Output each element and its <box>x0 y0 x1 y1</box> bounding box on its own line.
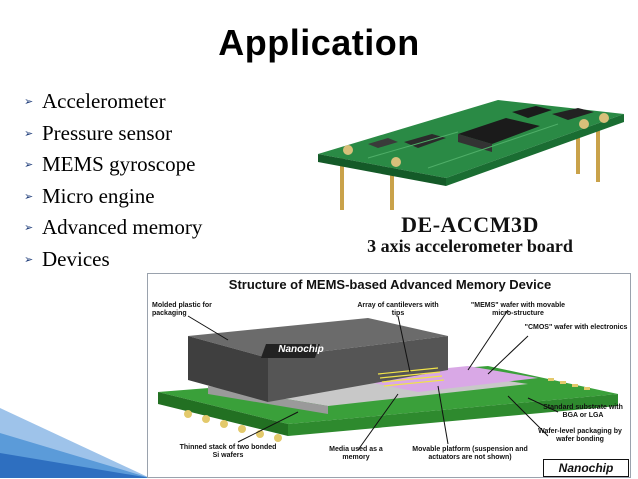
chip-brand-label: Nanochip <box>278 344 324 355</box>
corner-decoration <box>0 408 150 478</box>
bullet-item: ➢ Pressure sensor <box>24 118 202 150</box>
bullet-item: ➢ Devices <box>24 244 202 276</box>
bullet-arrow-icon: ➢ <box>24 221 34 235</box>
board-caption-model: DE-ACCM3D <box>401 212 539 237</box>
label-substrate: Standard substrate with BGA or LGA <box>543 404 623 419</box>
bullet-item: ➢ Advanced memory <box>24 212 202 244</box>
bullet-arrow-icon: ➢ <box>24 252 34 266</box>
bullet-arrow-icon: ➢ <box>24 126 34 140</box>
label-thinned-stack: Thinned stack of two bonded Si wafers <box>179 444 277 459</box>
pcb-illustration <box>318 100 624 210</box>
bullet-arrow-icon: ➢ <box>24 189 34 203</box>
label-wafer-packaging: Wafer-level packaging by wafer bonding <box>538 428 622 443</box>
label-movable-platform: Movable platform (suspension and actuato… <box>412 446 528 461</box>
bullet-text: Devices <box>42 246 110 271</box>
bullet-text: Advanced memory <box>42 215 203 240</box>
bullet-text: Accelerometer <box>42 89 166 114</box>
label-molded-plastic: Molded plastic for packaging <box>152 302 212 317</box>
bullet-item: ➢ MEMS gyroscope <box>24 149 202 181</box>
bullet-text: MEMS gyroscope <box>42 152 196 177</box>
slide-title: Application <box>218 22 420 63</box>
memory-device-diagram: Structure of MEMS-based Advanced Memory … <box>147 273 631 478</box>
label-media: Media used as a memory <box>329 446 383 461</box>
bullet-item: ➢ Accelerometer <box>24 86 202 118</box>
diagram-title: Structure of MEMS-based Advanced Memory … <box>228 277 552 292</box>
bullet-arrow-icon: ➢ <box>24 95 34 109</box>
label-mems-wafer: "MEMS" wafer with movable micro-structur… <box>470 302 566 317</box>
label-cmos-wafer: "CMOS" wafer with electronics <box>524 324 628 331</box>
diagram-illustration <box>158 309 618 451</box>
bullet-item: ➢ Micro engine <box>24 181 202 213</box>
bullet-list: ➢ Accelerometer ➢ Pressure sensor ➢ MEMS gy… <box>24 86 202 275</box>
board-caption-description: 3 axis accelerometer board <box>367 236 573 256</box>
bullet-text: Micro engine <box>42 183 155 208</box>
accelerometer-board-image <box>308 62 630 257</box>
bullet-text: Pressure sensor <box>42 120 173 145</box>
nanochip-logo: Nanochip <box>543 459 629 477</box>
bullet-arrow-icon: ➢ <box>24 158 34 172</box>
label-cantilevers: Array of cantilevers with tips <box>357 302 439 317</box>
